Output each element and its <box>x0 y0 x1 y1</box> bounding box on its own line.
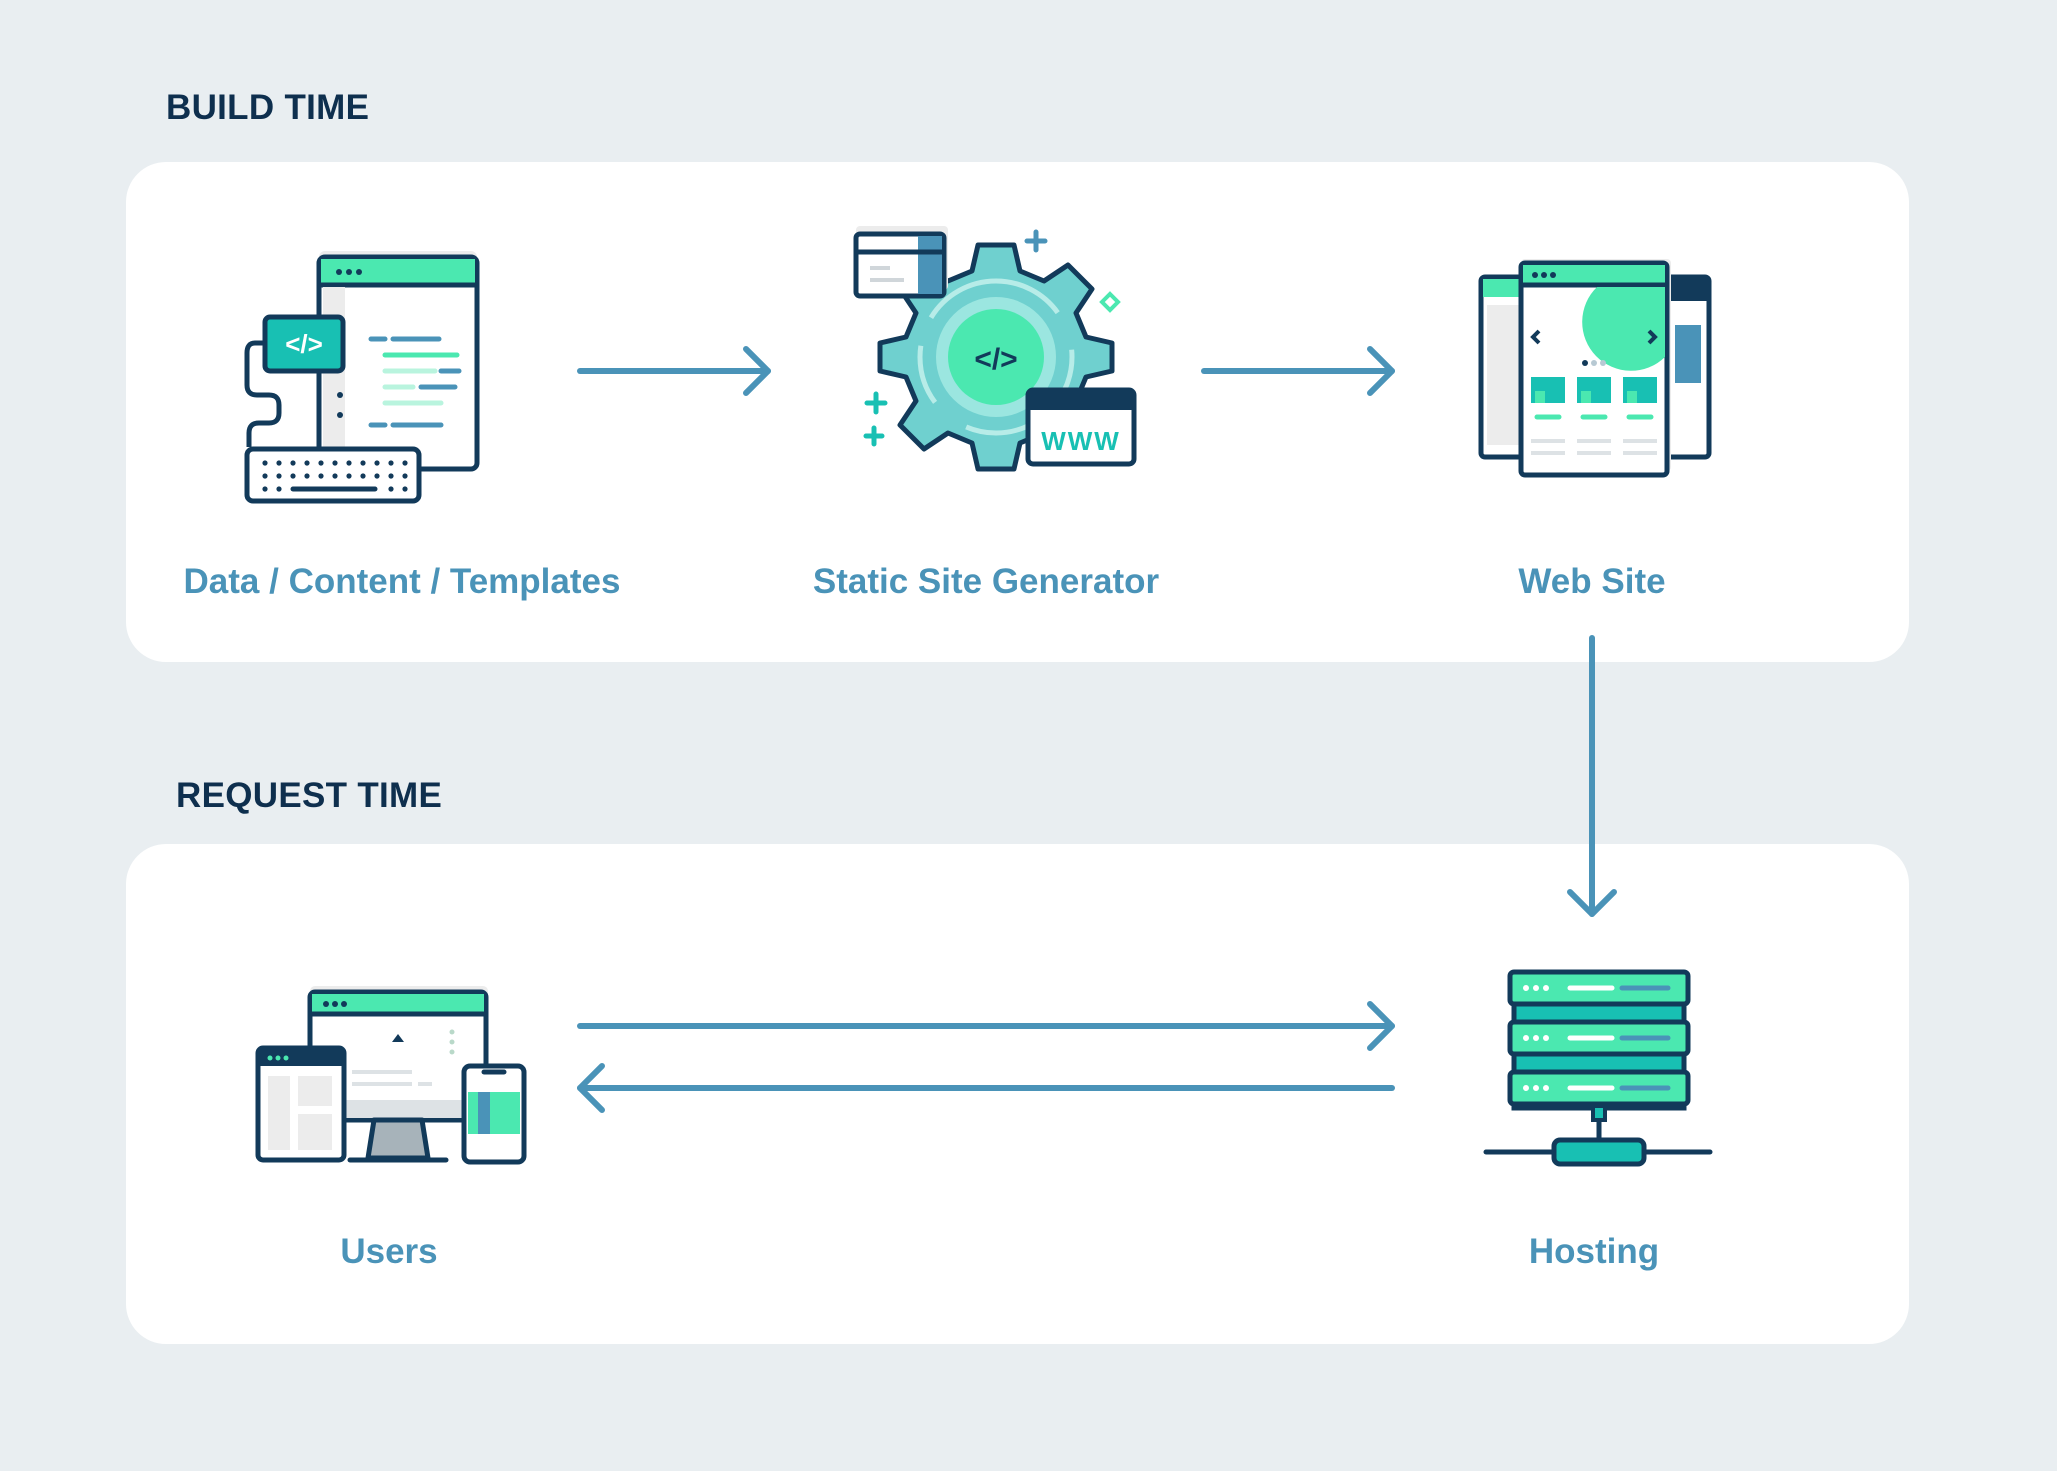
arrow-data-to-generator <box>577 346 771 396</box>
code-editor-keyboard-icon: </> <box>235 235 495 515</box>
label-hosting: Hosting <box>1528 1232 1660 1271</box>
arrow-hosting-to-users <box>577 1063 1395 1113</box>
svg-text:</>: </> <box>974 343 1017 376</box>
label-web-site: Web Site <box>1518 562 1666 601</box>
build-time-heading: BUILD TIME <box>166 88 370 127</box>
label-static-site-generator: Static Site Generator <box>812 562 1160 601</box>
label-users: Users <box>340 1232 438 1271</box>
request-time-heading: REQUEST TIME <box>176 776 443 815</box>
label-data-content-templates: Data / Content / Templates <box>183 562 621 601</box>
website-pages-icon <box>1475 245 1715 480</box>
gear-code-www-icon: </> WWW <box>848 222 1138 492</box>
svg-text:</>: </> <box>285 329 323 359</box>
arrow-generator-to-website <box>1201 346 1395 396</box>
devices-icon <box>252 982 532 1172</box>
arrow-users-to-hosting <box>577 1001 1395 1051</box>
server-stack-icon <box>1482 964 1714 1170</box>
arrow-website-to-hosting <box>1567 635 1617 917</box>
www-text: WWW <box>1041 426 1121 456</box>
